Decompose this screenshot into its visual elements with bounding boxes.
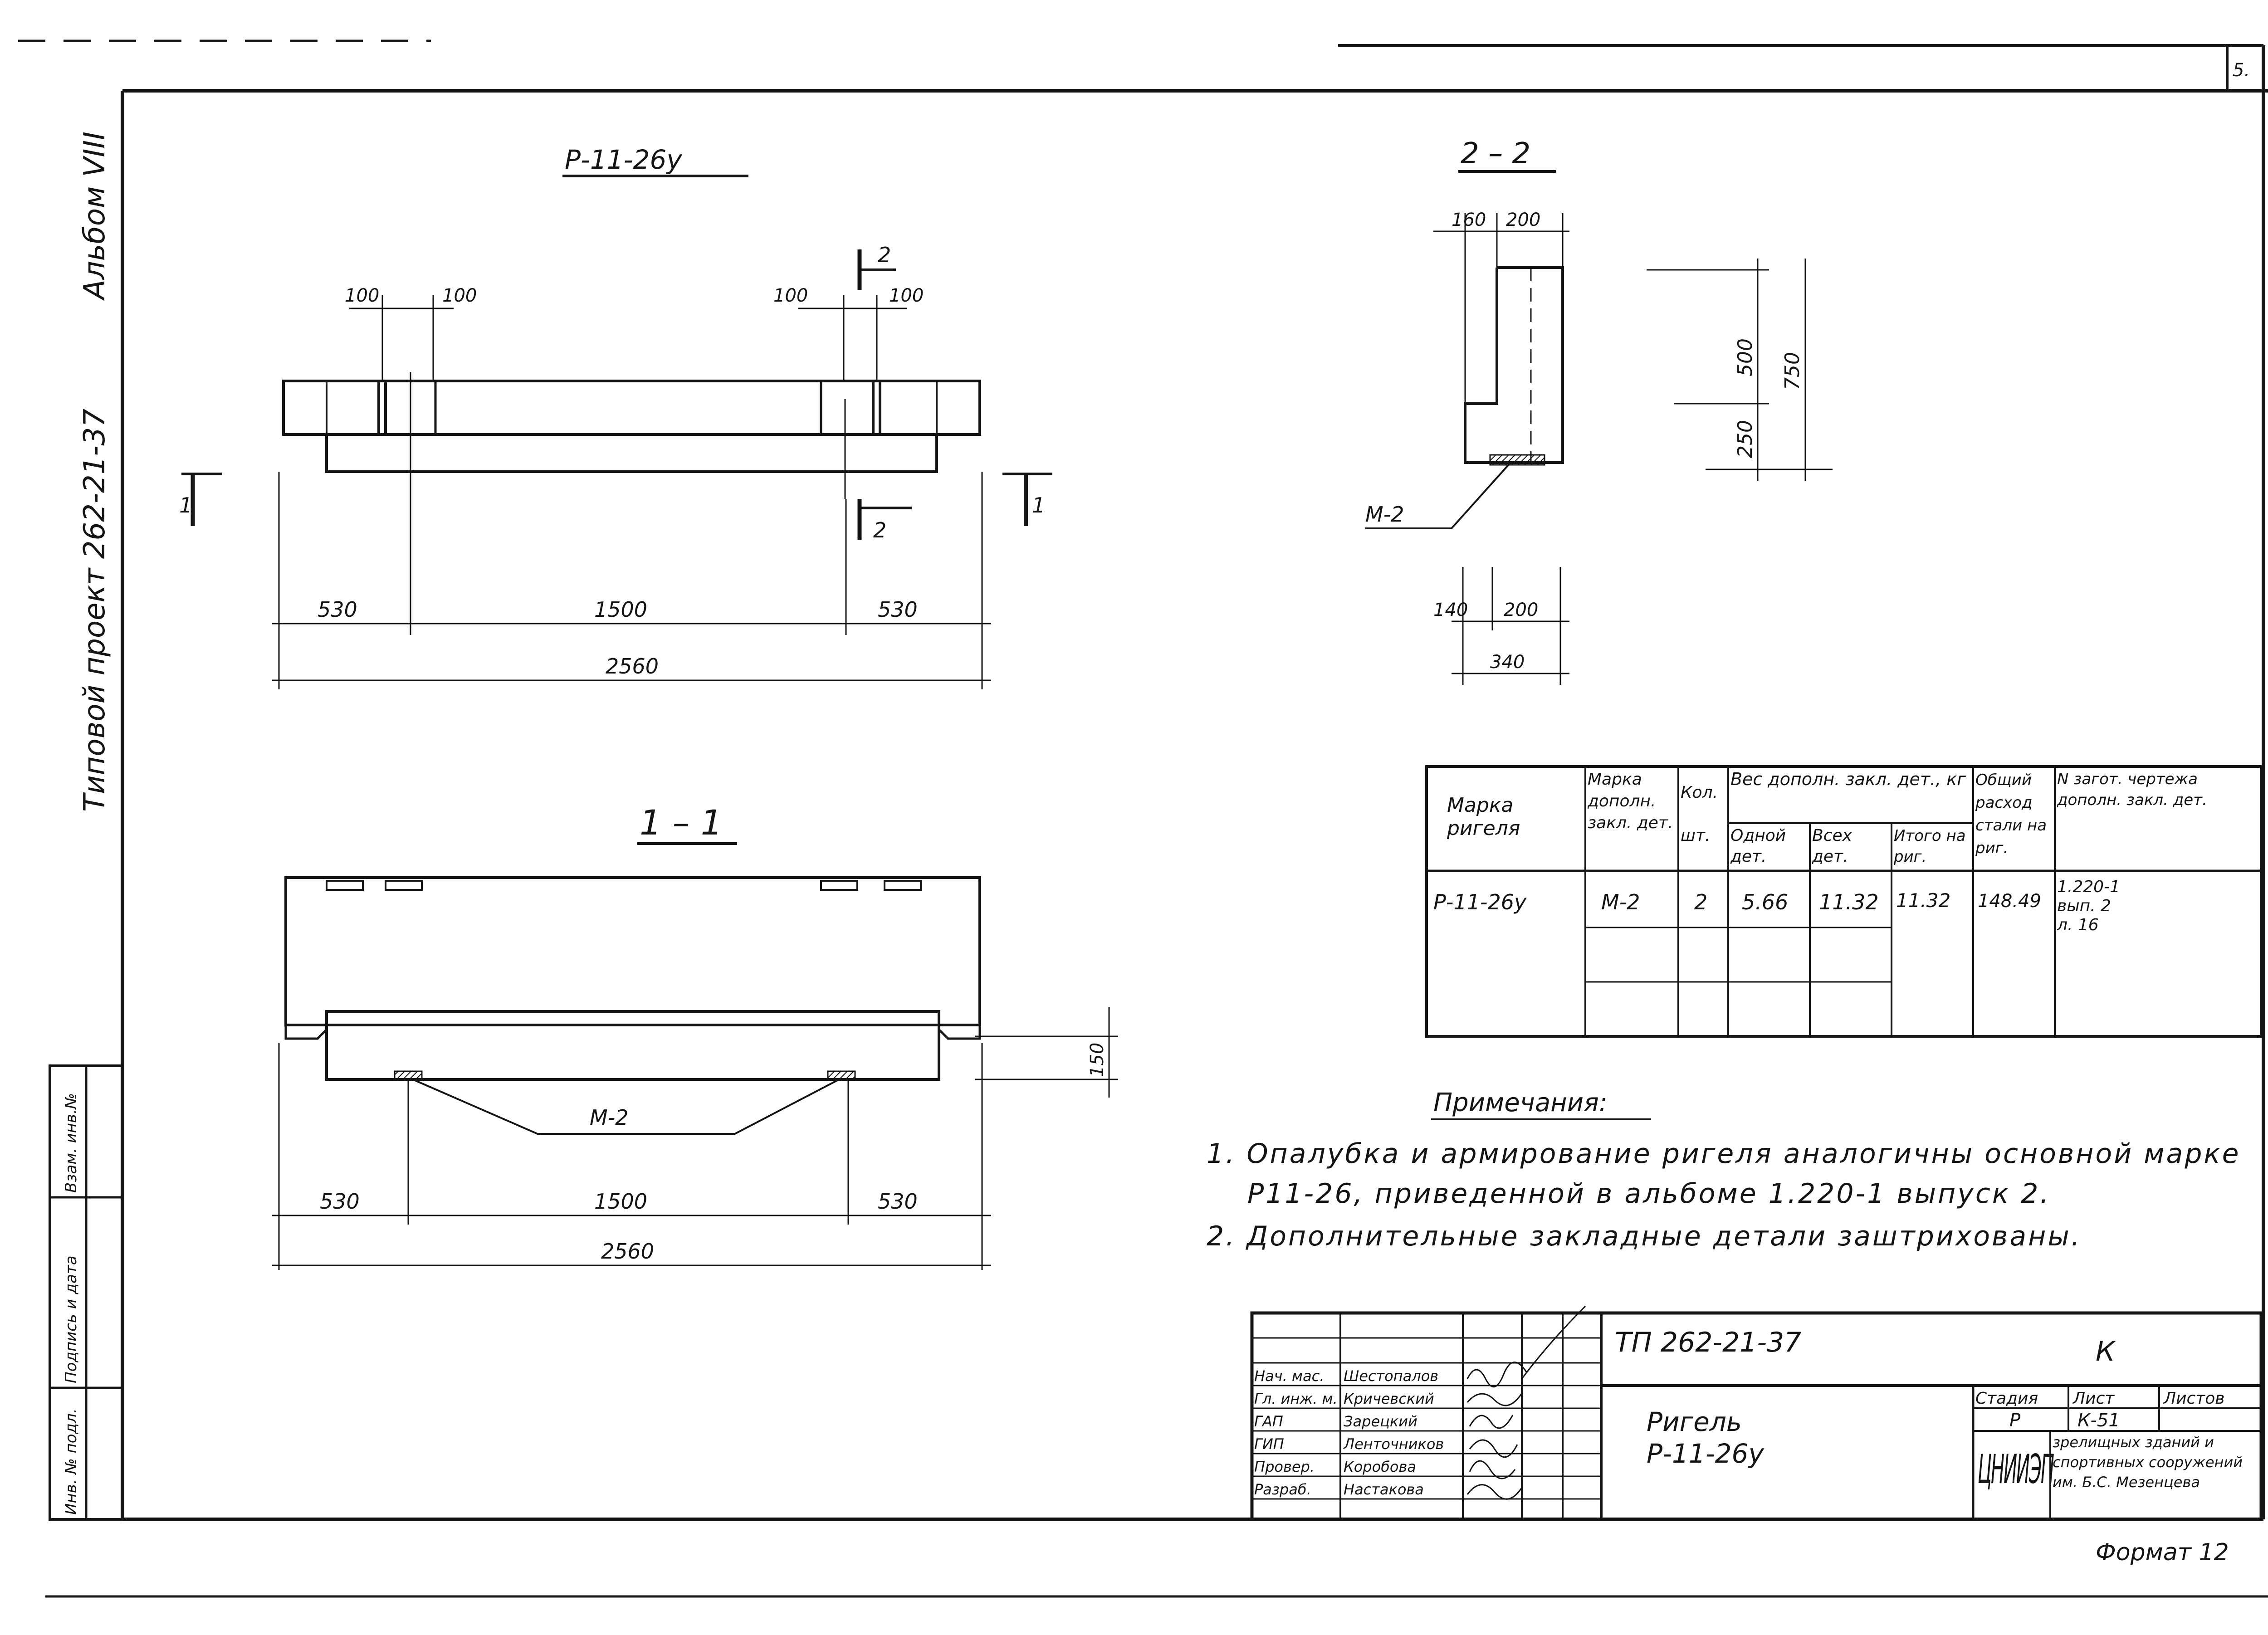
role-2: ГАП: [1254, 1413, 1283, 1430]
dim-1-1-middle-1500: 1500: [594, 1189, 647, 1214]
stage-value: Р: [2009, 1410, 2021, 1431]
cell-steel-total: 148.49: [1978, 891, 2041, 912]
dim-middle-1500: 1500: [594, 597, 647, 622]
side-stamp: Альбом VIII Типовой проект 262-21-37 Инв…: [49, 132, 124, 1521]
role-4: Провер.: [1254, 1458, 1315, 1475]
dim-total-2560: 2560: [606, 654, 659, 678]
spec-table: Марка ригеля Марка дополн. закл. дет. Ко…: [1425, 765, 2263, 1038]
hdr-beam-mark: Марка ригеля: [1447, 794, 1520, 840]
cell-total-per-beam: 11.32: [1896, 889, 1950, 912]
facade-title: Р-11-26у: [565, 144, 682, 175]
cell-all-parts: 11.32: [1819, 890, 1879, 914]
role-0: Нач. мас.: [1254, 1367, 1324, 1385]
sheet-label: Лист: [2072, 1389, 2115, 1408]
dim-100-b: 100: [442, 285, 477, 306]
dim-200-bottom: 200: [1504, 600, 1538, 620]
dim-200-top: 200: [1506, 210, 1540, 230]
notes-block: Примечания: 1. Опалубка и армирование ри…: [1207, 1088, 2241, 1252]
doc-code: ТП 262-21-37: [1615, 1327, 1801, 1358]
dim-340: 340: [1490, 652, 1525, 673]
name-0: Шестопалов: [1344, 1367, 1438, 1385]
dim-500: 500: [1734, 338, 1757, 376]
notes-list: 1. Опалубка и армирование ригеля аналоги…: [1207, 1138, 2241, 1252]
dim-100-c: 100: [773, 285, 808, 306]
cell-beam-mark: Р-11-26у: [1433, 890, 1527, 914]
section-1-1-m2-label: М-2: [590, 1105, 629, 1130]
section-1-1-title: 1 – 1: [640, 802, 723, 843]
cell-qty: 2: [1694, 890, 1707, 914]
section-1-1-view: 1 – 1 М-2 150 530 1500 530 2560: [272, 802, 1118, 1270]
drawing-title: Ригель Р-11-26у: [1647, 1406, 1764, 1469]
dim-100-d: 100: [889, 285, 924, 306]
dim-1-1-left-530: 530: [320, 1189, 360, 1214]
role-5: Разраб.: [1254, 1481, 1311, 1498]
dim-1-1-total-2560: 2560: [601, 1239, 654, 1264]
cell-drawing-ref: 1.220-1 вып. 2 л. 16: [2057, 878, 2120, 934]
section-2-mark-bottom: 2: [873, 518, 886, 542]
section-1-mark-left: 1: [179, 493, 192, 517]
dim-100-a: 100: [345, 285, 379, 306]
sign-date-label: Подпись и дата: [62, 1255, 80, 1383]
facade-view: Р-11-26у 100 100 100 100 2 2: [179, 144, 1052, 689]
hdr-part-mark: Марка дополн. закл. дет.: [1588, 770, 1673, 832]
title-block: Нач. мас. Гл. инж. м. ГАП ГИП Провер. Ра…: [1250, 1305, 2263, 1521]
name-1: Кричевский: [1344, 1390, 1434, 1407]
section-2-mark-top: 2: [878, 243, 891, 267]
dim-250: 250: [1734, 420, 1757, 458]
hdr-one-part: Одной дет.: [1730, 826, 1786, 866]
dim-150: 150: [1087, 1043, 1108, 1077]
cell-one-part: 5.66: [1742, 890, 1788, 914]
name-4: Коробова: [1344, 1458, 1416, 1475]
album-label: Альбом VIII: [78, 132, 112, 301]
hdr-weight-group: Вес дополн. закл. дет., кг: [1730, 769, 1966, 789]
hdr-qty: Кол. шт.: [1681, 783, 1718, 845]
inv-replace-label: Взам. инв.№: [62, 1093, 80, 1193]
sheet-value: К-51: [2077, 1410, 2120, 1431]
inv-original-label: Инв. № подл.: [62, 1408, 80, 1515]
section-2-2-view: 2 – 2 160 200 500 250 750 М-2 140 200 34…: [1365, 137, 1833, 685]
hdr-steel-total: Общий расход стали на риг.: [1975, 771, 2047, 857]
sheets-label: Листов: [2163, 1389, 2224, 1408]
name-3: Ленточников: [1343, 1435, 1444, 1453]
dim-left-530: 530: [318, 597, 357, 622]
hdr-total-per-beam: Итого на риг.: [1894, 827, 1966, 866]
notes-title: Примечания:: [1433, 1088, 1608, 1118]
format-label: Формат 12: [2096, 1539, 2229, 1566]
section-2-2-title: 2 – 2: [1461, 137, 1530, 171]
dim-1-1-right-530: 530: [878, 1189, 918, 1214]
signatures: [1466, 1305, 1586, 1500]
dim-140: 140: [1433, 600, 1468, 620]
sheet-corner-number: 5.: [2233, 60, 2250, 81]
role-3: ГИП: [1254, 1435, 1284, 1453]
dim-750: 750: [1781, 352, 1804, 390]
section-2-2-m2-label: М-2: [1365, 502, 1404, 527]
stage-label: Стадия: [1975, 1389, 2038, 1408]
name-2: Зарецкий: [1344, 1413, 1418, 1430]
hdr-all-parts: Всех дет.: [1812, 826, 1852, 866]
org-logo: ЦНИИЭП: [1978, 1447, 2054, 1493]
note-1: 1. Опалубка и армирование ригеля аналоги…: [1207, 1138, 2241, 1210]
doc-letter: К: [2096, 1336, 2116, 1367]
org-name: зрелищных зданий и спортивных сооружений…: [2053, 1434, 2243, 1491]
hdr-drawing-ref: N загот. чертежа дополн. закл. дет.: [2057, 770, 2207, 809]
project-label: Типовой проект 262-21-37: [78, 409, 112, 812]
section-1-mark-right: 1: [1032, 493, 1045, 517]
note-2: 2. Дополнительные закладные детали заштр…: [1207, 1220, 2082, 1252]
role-1: Гл. инж. м.: [1254, 1390, 1338, 1407]
dim-right-530: 530: [878, 597, 918, 622]
dim-160: 160: [1452, 210, 1486, 230]
name-5: Настакова: [1344, 1481, 1424, 1498]
cell-part-mark: М-2: [1601, 890, 1640, 914]
